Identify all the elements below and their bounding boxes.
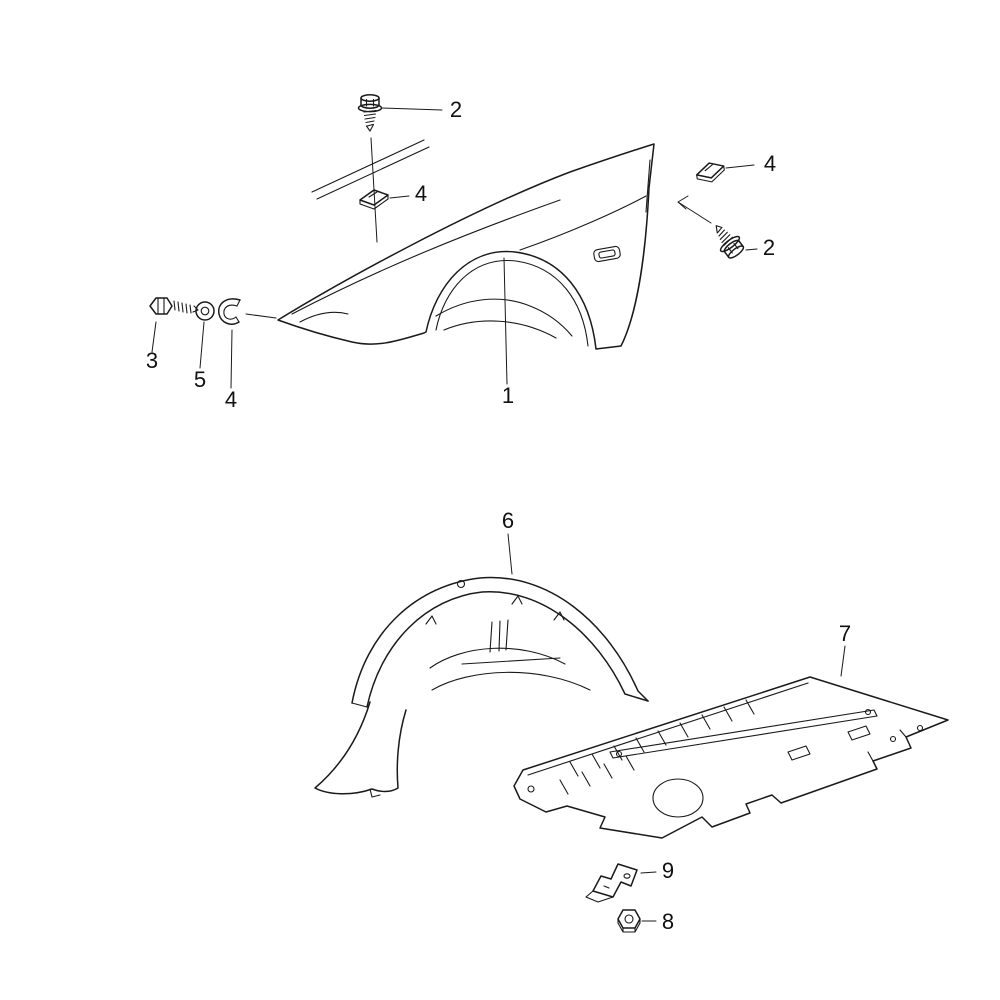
fender-upper-crease	[519, 195, 647, 251]
side-marker-lamp	[593, 245, 621, 263]
right-screw-drawing	[706, 217, 748, 263]
left-clip-drawing	[218, 298, 241, 325]
wheel-liner-drawing	[314, 576, 649, 798]
liner-inner-arch	[366, 591, 649, 708]
left-bolt-drawing	[149, 297, 199, 315]
leader-lines	[151, 107, 846, 922]
liner-pleats	[489, 619, 509, 653]
cover-left-hole	[527, 785, 535, 793]
callout-4-right-clip: 4	[763, 151, 777, 176]
callout-2-top-screw: 2	[449, 97, 463, 122]
cover-top-inner-edge	[527, 682, 809, 776]
callout-4-top-clip: 4	[414, 181, 428, 206]
cover-bracket-slot-1	[787, 745, 811, 761]
fender-rear-edge-inner	[645, 159, 651, 213]
fender-top-crease	[291, 199, 561, 315]
callout-9-bracket: 9	[661, 858, 675, 883]
cover-vent-row-2	[559, 755, 635, 795]
callout-3-bolt: 3	[145, 348, 159, 373]
fender-arch-flange	[435, 259, 589, 347]
liner-rim-tabs	[425, 595, 565, 625]
callout-6-liner: 6	[501, 508, 515, 533]
liner-bowl-2	[431, 671, 591, 691]
top-screw-drawing	[357, 94, 383, 132]
cover-outline	[513, 676, 949, 839]
cover-bracket-slot-2	[847, 725, 871, 741]
bracket-drawing	[585, 863, 638, 903]
arrowhead	[677, 195, 689, 210]
cowl-lines	[311, 139, 430, 200]
inner-panel-curve-1	[435, 298, 573, 337]
nut-drawing	[617, 909, 641, 933]
fender-outline	[277, 143, 655, 350]
underbody-cover-drawing	[513, 676, 949, 839]
callout-1-fender: 1	[501, 383, 515, 408]
liner-flap-notch	[369, 788, 381, 798]
liner-outer-arch	[351, 576, 649, 704]
callout-7-cover: 7	[838, 621, 852, 646]
fender-front-detail	[299, 311, 349, 323]
cover-vent-row-1	[569, 699, 755, 777]
liner-mount-hole	[456, 579, 466, 589]
callout-5-washer: 5	[193, 367, 207, 392]
inner-panel-curve-2	[443, 320, 557, 339]
cover-long-slot	[609, 709, 878, 759]
callout-2-right-screw: 2	[762, 235, 776, 260]
front-fender-drawing	[277, 139, 655, 350]
callout-4-left-clip: 4	[224, 387, 238, 412]
washer-drawing	[195, 301, 215, 321]
cover-round-cutout	[652, 778, 704, 818]
right-clip-drawing	[694, 160, 727, 185]
liner-bowl-1	[429, 647, 566, 669]
callout-8-nut: 8	[661, 909, 675, 934]
liner-shelf	[461, 657, 561, 665]
liner-body	[314, 701, 407, 795]
